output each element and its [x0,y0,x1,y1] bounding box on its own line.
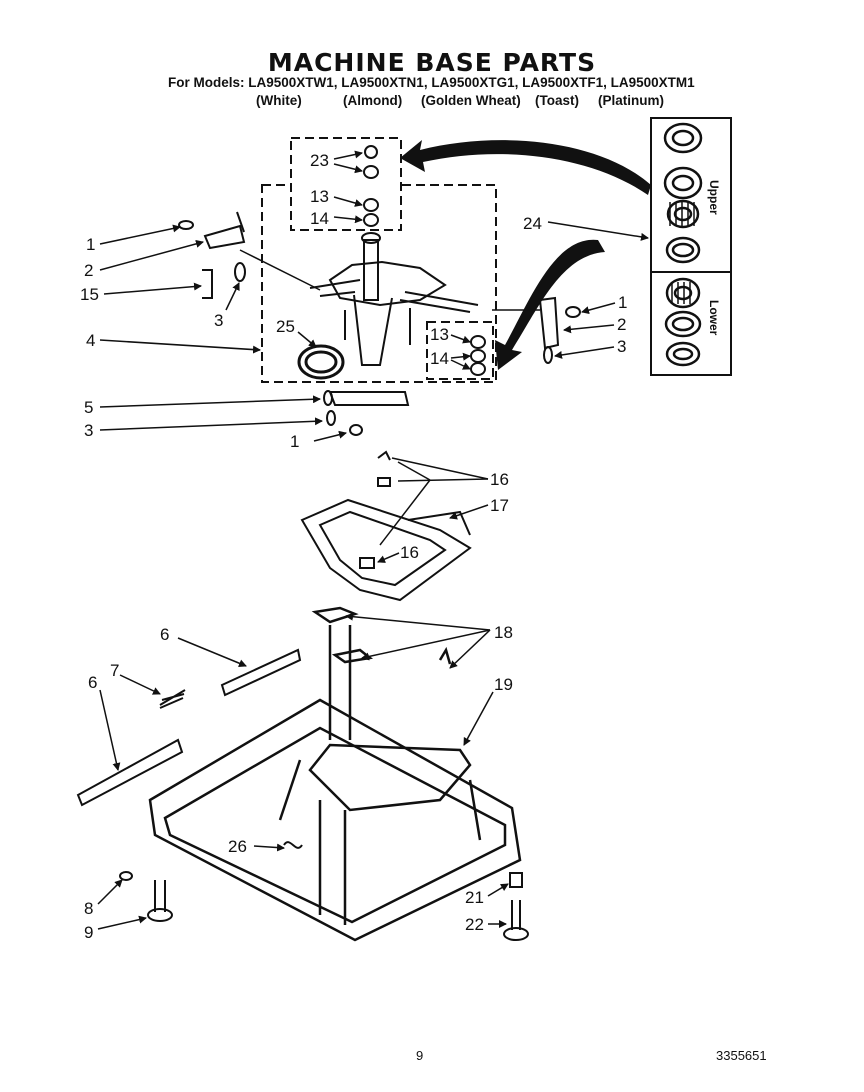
callout-14a: 14 [310,209,329,228]
shield-17 [300,450,472,602]
lower-label: Lower [707,300,721,336]
upper-curved-arrow [400,140,651,195]
callout-3b: 3 [617,337,626,356]
page-number: 9 [416,1048,424,1063]
color-platinum: (Platinum) [598,93,664,108]
brackets [178,211,581,436]
color-white: (White) [256,93,302,108]
callout-numbers: 1 2 15 3 4 25 23 13 14 13 14 24 1 2 3 5 … [80,151,627,942]
callout-2b: 2 [617,315,626,334]
base-frame-19 [148,606,522,942]
callout-2a: 2 [84,261,93,280]
callout-16b: 16 [400,543,419,562]
callout-15: 15 [80,285,99,304]
callout-14b: 14 [430,349,449,368]
bearing-kit-24 [650,117,732,376]
callout-3c: 3 [84,421,93,440]
callout-6b: 6 [88,673,97,692]
models-line: For Models: LA9500XTW1, LA9500XTN1, LA95… [168,75,695,90]
callout-13a: 13 [310,187,329,206]
lower-curved-arrow [495,239,605,370]
transmission-housing [309,232,479,366]
bearing-kit-box [650,117,732,376]
callout-13b: 13 [430,325,449,344]
callout-8: 8 [84,899,93,918]
callout-16a: 16 [490,470,509,489]
callout-5: 5 [84,398,93,417]
callout-1b: 1 [618,293,627,312]
callout-4: 4 [86,331,95,350]
upper-label: Upper [707,180,721,215]
color-toast: (Toast) [535,93,579,108]
callout-3a: 3 [214,311,223,330]
callout-7: 7 [110,661,119,680]
curved-arrows [400,140,651,370]
callout-23: 23 [310,151,329,170]
callout-9: 9 [84,923,93,942]
part-number: 3355651 [716,1048,767,1063]
ring-25 [297,344,345,380]
color-golden-wheat: (Golden Wheat) [421,93,521,108]
small-parts-upper [363,145,486,376]
spacers-and-spring [76,648,302,807]
dashed-group-boxes [261,137,497,383]
feet [119,841,529,941]
callout-22: 22 [465,915,484,934]
callout-19: 19 [494,675,513,694]
group-box-23 [290,137,402,231]
callout-26: 26 [228,837,247,856]
callout-24: 24 [523,214,542,233]
callout-17: 17 [490,496,509,515]
callout-21: 21 [465,888,484,907]
callout-25: 25 [276,317,295,336]
page-title: MACHINE BASE PARTS [267,48,597,77]
callout-18: 18 [494,623,513,642]
leader-lines [97,150,649,930]
callout-6a: 6 [160,625,169,644]
color-almond: (Almond) [343,93,403,108]
callout-1a: 1 [86,235,95,254]
callout-1c: 1 [290,432,299,451]
